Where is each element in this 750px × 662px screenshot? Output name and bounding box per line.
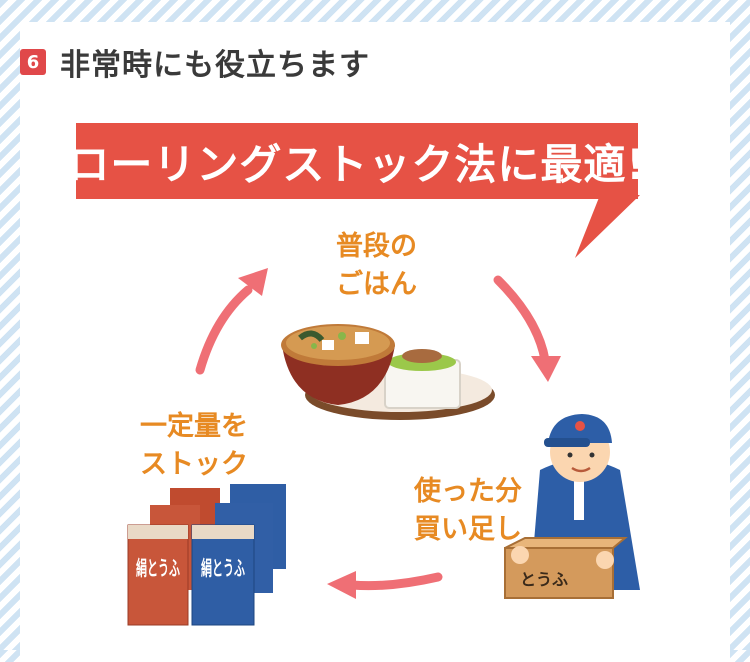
banner-text: ローリングストック法に最適! [67, 131, 646, 192]
tofu-packages-illustration: 絹とうふ 絹とうふ [128, 484, 286, 625]
cycle-label-stock-line2: ストック [140, 446, 248, 484]
cycle-arrow-bottom [327, 571, 438, 599]
cycle-label-everyday-meal-line1: 普段の [336, 228, 417, 266]
package-label-red: 絹とうふ [136, 556, 180, 580]
cycle-label-everyday-meal-line2: ごはん [336, 266, 417, 304]
cycle-label-restock-line2: 買い足し [414, 511, 522, 549]
package-label-blue: 絹とうふ [201, 556, 245, 580]
cycle-label-everyday-meal: 普段の ごはん [336, 228, 417, 304]
cycle-label-stock-line1: 一定量を [140, 408, 248, 446]
cycle-arrow-top-right [498, 280, 561, 382]
cycle-label-restock-line1: 使った分 [414, 473, 522, 511]
box-label: とうふ [520, 570, 568, 589]
cycle-label-restock: 使った分 買い足し [414, 473, 522, 549]
delivery-worker-illustration: とうふ [505, 414, 640, 598]
meal-illustration [281, 324, 495, 420]
cycle-label-stock: 一定量を ストック [140, 408, 248, 484]
headline-banner: ローリングストック法に最適! [76, 123, 638, 199]
banner-tail-shape [575, 195, 640, 258]
cycle-arrow-left [200, 268, 268, 370]
